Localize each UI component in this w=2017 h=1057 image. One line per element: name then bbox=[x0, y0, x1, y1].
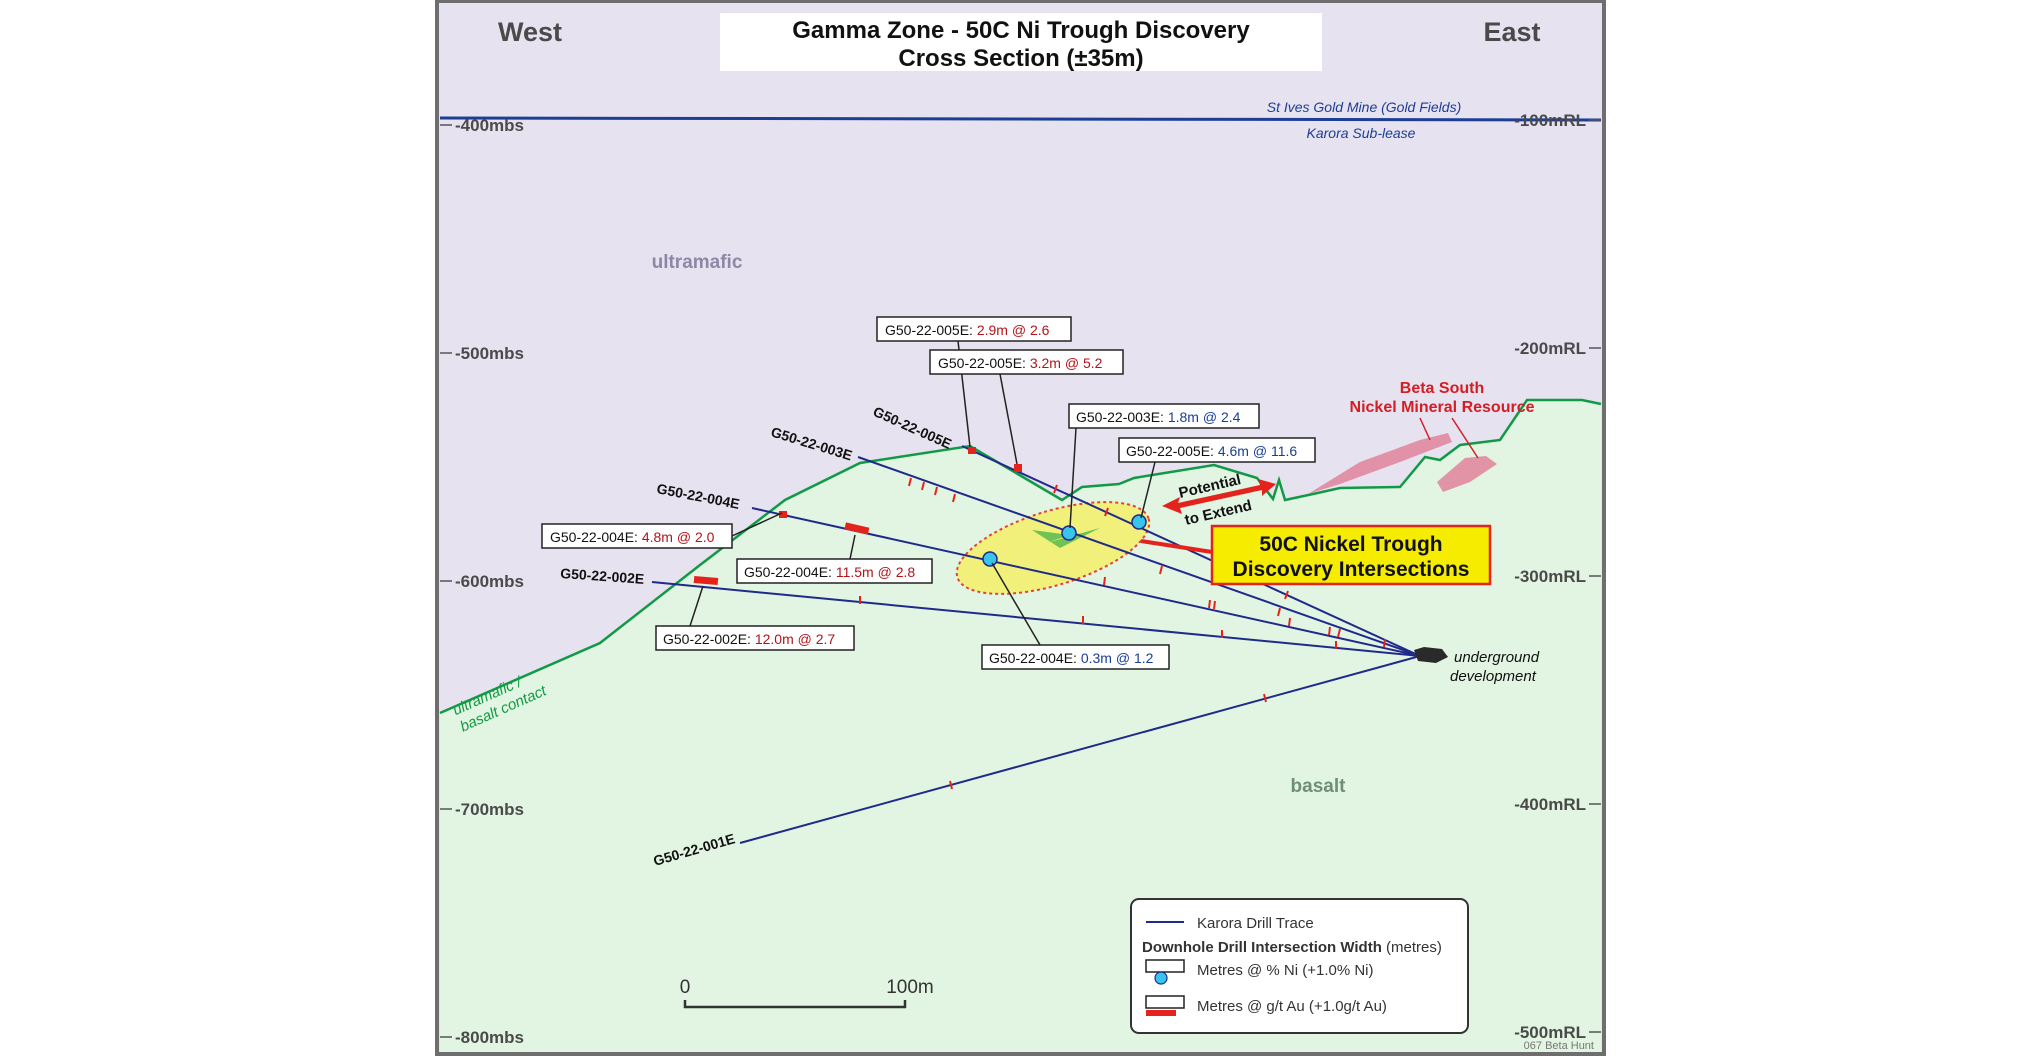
depth-axis bbox=[440, 124, 452, 1038]
callout-4-hole: G50-22-005E: bbox=[1126, 443, 1218, 459]
depth-label-700: -700mbs bbox=[455, 800, 524, 819]
discovery-pointer bbox=[1140, 539, 1213, 554]
callout-4-value: 4.6m @ 11.6 bbox=[1218, 443, 1298, 459]
rl-label-400: -400mRL bbox=[1514, 795, 1586, 814]
callout-5-hole: G50-22-004E: bbox=[550, 529, 642, 545]
drill-trace-005e bbox=[961, 445, 1421, 657]
callout-7-hole: G50-22-002E: bbox=[663, 631, 755, 647]
title-box bbox=[720, 13, 1322, 71]
drill-trace-002e bbox=[651, 581, 1421, 657]
underground-development-marker bbox=[1414, 647, 1448, 663]
ni-intersections bbox=[982, 514, 1147, 567]
callout-6: G50-22-004E: 11.5m @ 2.8 bbox=[736, 534, 933, 584]
callout-3-hole: G50-22-003E: bbox=[1076, 409, 1168, 425]
frame-border bbox=[435, 0, 1606, 1056]
rl-label-200: -200mRL bbox=[1514, 339, 1586, 358]
rl-label-500: -500mRL bbox=[1514, 1023, 1586, 1042]
callout-5-value: 4.8m @ 2.0 bbox=[642, 529, 715, 545]
resource-leader-2 bbox=[1451, 417, 1479, 459]
legend-heading: Downhole Drill Intersection Width bbox=[1142, 939, 1382, 956]
footer-reference: 067 Beta Hunt bbox=[1524, 1040, 1594, 1052]
hole-label-002e: G50-22-002E bbox=[560, 565, 645, 587]
title-line-2: Cross Section (±35m) bbox=[898, 45, 1143, 72]
resource-label-line-2: Nickel Mineral Resource bbox=[1350, 399, 1535, 416]
west-label: West bbox=[498, 17, 562, 47]
drill-trace-001e bbox=[739, 655, 1421, 844]
discovery-label-line-1: 50C Nickel Trough bbox=[1259, 533, 1442, 556]
svg-text:G50-22-004E: 11.5m @ 2.8: G50-22-004E: 11.5m @ 2.8 bbox=[744, 564, 915, 580]
east-label: East bbox=[1483, 17, 1540, 47]
trace-ticks bbox=[859, 477, 1386, 790]
callout-2-value: 3.2m @ 5.2 bbox=[1030, 355, 1103, 371]
svg-text:G50-22-004E: 4.8m @ 2.0: G50-22-004E: 4.8m @ 2.0 bbox=[550, 529, 715, 545]
lease-boundary-line bbox=[439, 116, 1602, 122]
depth-label-600: -600mbs bbox=[455, 572, 524, 591]
svg-text:G50-22-005E: 3.2m @ 5.2: G50-22-005E: 3.2m @ 5.2 bbox=[938, 355, 1103, 371]
discovery-label-line-2: Discovery Intersections bbox=[1233, 558, 1470, 581]
callout-6-hole: G50-22-004E: bbox=[744, 564, 836, 580]
underground-label-line-1: underground bbox=[1454, 649, 1540, 666]
resource-leader-1 bbox=[1419, 417, 1431, 441]
resource-label-line-1: Beta South bbox=[1400, 380, 1484, 397]
svg-text:G50-22-005E: 4.6m @ 11.6: G50-22-005E: 4.6m @ 11.6 bbox=[1126, 443, 1297, 459]
title-line-1: Gamma Zone - 50C Ni Trough Discovery bbox=[792, 17, 1250, 44]
callout-6-value: 11.5m @ 2.8 bbox=[836, 564, 916, 580]
callout-3: G50-22-003E: 1.8m @ 2.4 bbox=[1068, 403, 1260, 529]
svg-text:Downhole Drill Intersection Wi: Downhole Drill Intersection Width (metre… bbox=[1142, 939, 1442, 956]
legend-heading-unit: (metres) bbox=[1382, 939, 1442, 956]
discovery-ellipse bbox=[955, 501, 1151, 595]
boundary-lower-label: Karora Sub-lease bbox=[1307, 125, 1416, 141]
svg-text:G50-22-004E: 0.3m @ 1.2: G50-22-004E: 0.3m @ 1.2 bbox=[989, 650, 1154, 666]
callout-7: G50-22-002E: 12.0m @ 2.7 bbox=[655, 585, 855, 651]
callout-5: G50-22-004E: 4.8m @ 2.0 bbox=[541, 512, 783, 549]
callout-1: G50-22-005E: 2.9m @ 2.6 bbox=[876, 316, 1072, 448]
legend-au-label: Metres @ g/t Au (+1.0g/t Au) bbox=[1197, 998, 1387, 1015]
ultramafic-label: ultramafic bbox=[652, 252, 743, 273]
resource-lens-2 bbox=[1437, 456, 1497, 492]
resource-lens-1 bbox=[1308, 433, 1452, 494]
rl-label-300: -300mRL bbox=[1514, 567, 1586, 586]
depth-label-500: -500mbs bbox=[455, 344, 524, 363]
ultramafic-basalt-contact bbox=[439, 398, 1602, 715]
scale-end-label: 100m bbox=[886, 977, 934, 998]
callout-2: G50-22-005E: 3.2m @ 5.2 bbox=[929, 349, 1124, 465]
depth-label-400: -400mbs bbox=[455, 116, 524, 135]
callout-7-value: 12.0m @ 2.7 bbox=[755, 631, 836, 647]
callout-8: G50-22-004E: 0.3m @ 1.2 bbox=[981, 562, 1170, 670]
svg-text:G50-22-003E: 1.8m @ 2.4: G50-22-003E: 1.8m @ 2.4 bbox=[1076, 409, 1241, 425]
callout-8-hole: G50-22-004E: bbox=[989, 650, 1081, 666]
underground-label-line-2: development bbox=[1450, 668, 1537, 685]
callout-1-value: 2.9m @ 2.6 bbox=[977, 322, 1050, 338]
callout-1-hole: G50-22-005E: bbox=[885, 322, 977, 338]
rl-label-100: -100mRL bbox=[1514, 111, 1586, 130]
basalt-label: basalt bbox=[1291, 776, 1347, 797]
callout-3-value: 1.8m @ 2.4 bbox=[1168, 409, 1241, 425]
callout-8-value: 0.3m @ 1.2 bbox=[1081, 650, 1154, 666]
boundary-upper-label: St Ives Gold Mine (Gold Fields) bbox=[1267, 99, 1462, 115]
potential-arrow bbox=[1162, 479, 1276, 514]
legend-trace-label: Karora Drill Trace bbox=[1197, 915, 1314, 932]
svg-text:G50-22-002E: 12.0m @ 2.7: G50-22-002E: 12.0m @ 2.7 bbox=[663, 631, 835, 647]
depth-label-800: -800mbs bbox=[455, 1028, 524, 1047]
callout-4: G50-22-005E: 4.6m @ 11.6 bbox=[1118, 437, 1316, 519]
drill-trace-003e bbox=[857, 456, 1421, 657]
rl-axis bbox=[1589, 119, 1601, 1033]
discovery-box bbox=[1210, 524, 1492, 586]
callout-2-hole: G50-22-005E: bbox=[938, 355, 1030, 371]
scale-start-label: 0 bbox=[680, 977, 691, 998]
svg-text:G50-22-005E: 2.9m @ 2.6: G50-22-005E: 2.9m @ 2.6 bbox=[885, 322, 1050, 338]
legend-ni-label: Metres @ % Ni (+1.0% Ni) bbox=[1197, 962, 1374, 979]
legend: Karora Drill Trace Downhole Drill Inters… bbox=[1130, 898, 1469, 1034]
au-intersections bbox=[693, 447, 1022, 586]
scale-bar bbox=[683, 1000, 907, 1009]
